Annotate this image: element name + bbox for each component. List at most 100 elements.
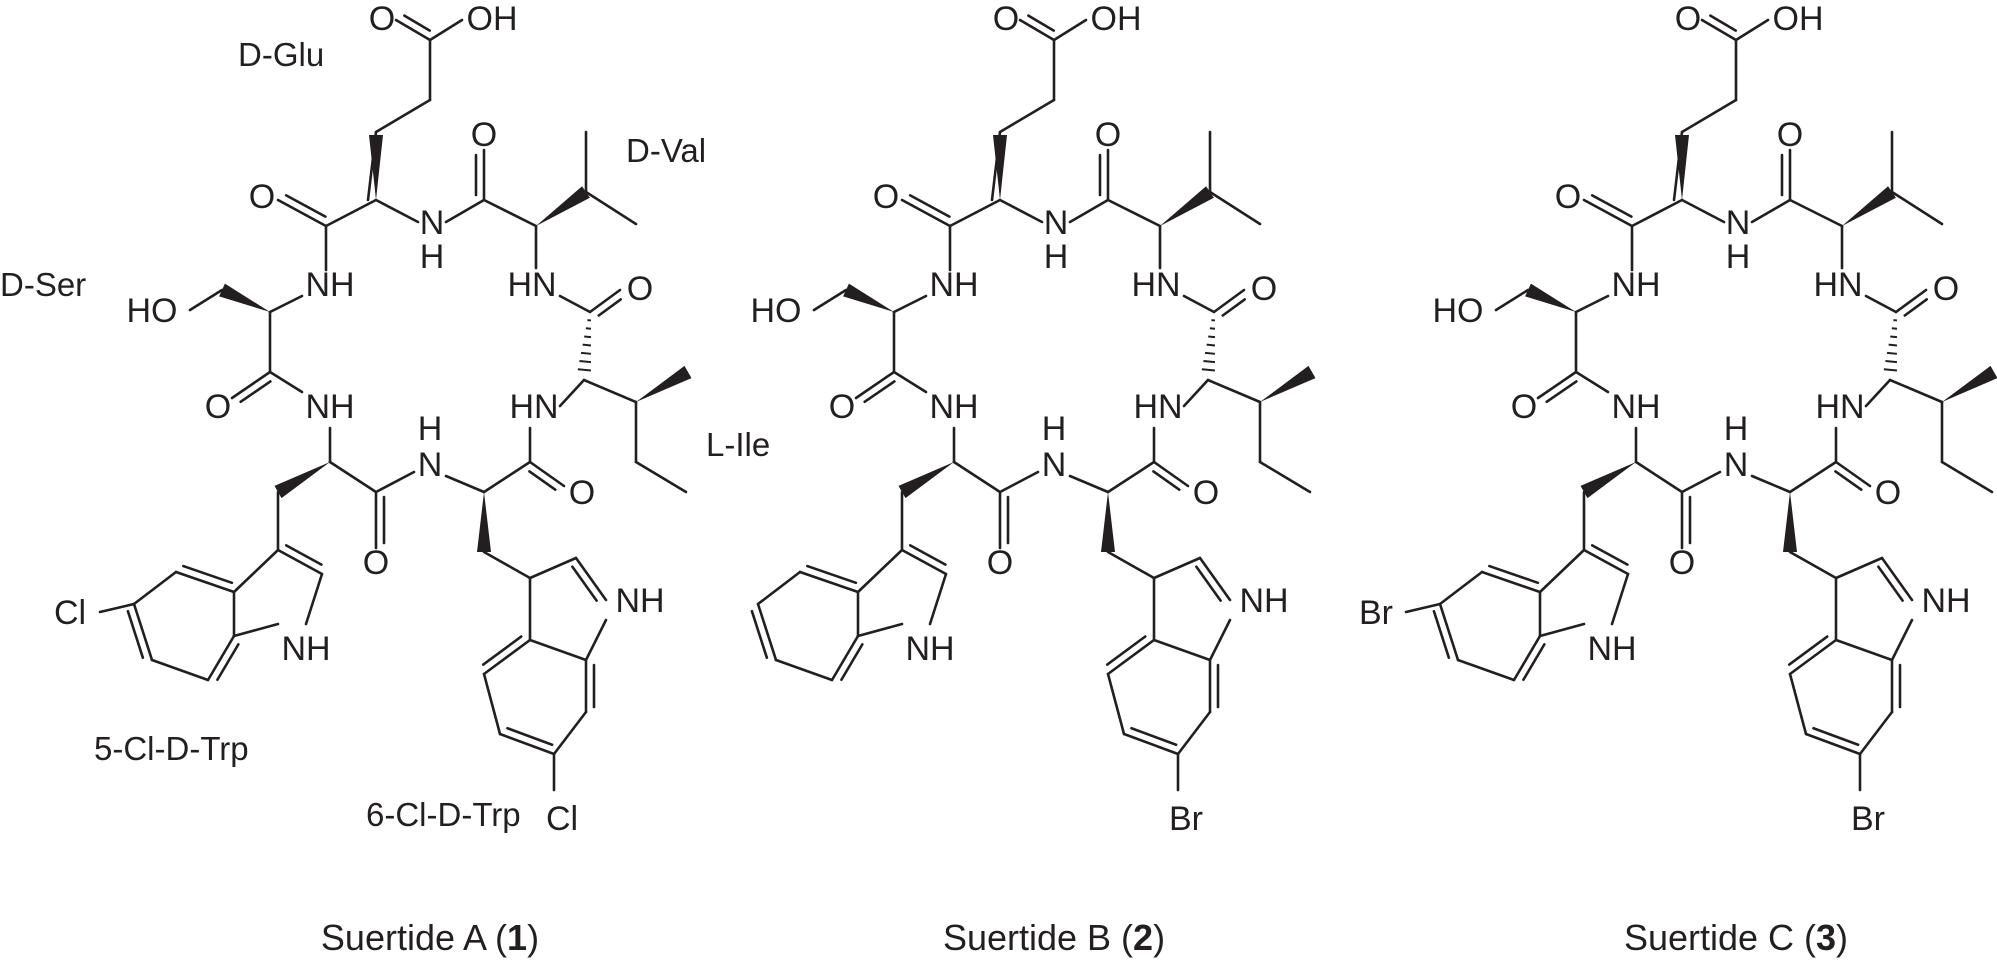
bond: [634, 460, 688, 494]
carbonyl-oxygen-label: O: [987, 544, 1013, 582]
double-bond: [1834, 470, 1863, 491]
compound-1-caption: Suertide A (1): [321, 917, 539, 958]
carbonyl-oxygen-label: O: [873, 178, 899, 216]
residue-l-ile-label: L-Ile: [706, 426, 770, 463]
bond: [1634, 460, 1684, 494]
bond: [1068, 198, 1110, 224]
hash-bond: [577, 368, 592, 372]
carbonyl-oxygen-label: O: [1777, 116, 1803, 154]
bond: [374, 198, 420, 224]
amide-hn-label: HN: [1815, 388, 1864, 426]
bond: [1788, 672, 1808, 736]
bond: [892, 294, 928, 314]
double-bond: [1590, 544, 1629, 566]
bond: [1404, 602, 1442, 614]
hydroxyl-label: HO: [751, 292, 802, 330]
amide-hn-label: HN: [1131, 266, 1180, 304]
hash-bond: [1203, 360, 1216, 364]
bond: [1438, 570, 1484, 606]
bond: [1152, 556, 1202, 580]
hash-bond: [584, 335, 592, 339]
amide-n-label: N: [418, 446, 443, 484]
bond: [1206, 378, 1262, 404]
bond: [1208, 618, 1232, 662]
double-bond: [132, 602, 154, 662]
double-bond: [1903, 298, 1928, 317]
bond: [1834, 638, 1894, 662]
bond: [948, 198, 1002, 228]
double-bond: [1894, 288, 1928, 314]
bond: [1834, 556, 1884, 580]
double-bond: [174, 570, 236, 594]
bond: [482, 672, 502, 736]
double-bond: [756, 602, 778, 662]
amide-nh-label: NH: [929, 266, 978, 304]
hash-bond: [1209, 327, 1216, 330]
double-bond: [1700, 18, 1738, 42]
double-bond: [588, 288, 622, 314]
double-bond: [908, 544, 947, 566]
bond: [1538, 622, 1586, 638]
double-bond: [1438, 602, 1460, 662]
halogen-6-label: Br: [1169, 800, 1203, 838]
bond: [1940, 460, 1994, 494]
bond: [1208, 190, 1262, 226]
amide-nh-label: NH: [305, 388, 354, 426]
bond: [188, 288, 224, 312]
double-bond: [1536, 370, 1578, 400]
bond: [856, 548, 904, 594]
hash-bond: [1208, 335, 1216, 339]
double-bond: [284, 544, 323, 566]
wedge-bond: [1842, 186, 1896, 226]
double-bond: [1432, 609, 1451, 659]
double-bond: [1582, 198, 1634, 228]
amide-h-label: H: [1726, 238, 1751, 276]
double-bond: [900, 548, 948, 576]
carbonyl-oxygen-label: O: [249, 178, 275, 216]
double-bond: [1027, 14, 1056, 32]
bond: [1068, 474, 1110, 494]
amide-hn-label: HN: [509, 388, 558, 426]
carbonyl-oxygen-label: O: [569, 474, 595, 512]
double-bond: [574, 556, 608, 602]
bond: [374, 98, 432, 134]
bond: [1494, 288, 1530, 312]
hash-bond: [1201, 368, 1216, 372]
amide-nh-label: NH: [1611, 388, 1660, 426]
wedge-bond: [274, 462, 330, 499]
wedge-bond: [1580, 462, 1636, 499]
amide-nh-label: NH: [1611, 266, 1660, 304]
double-bond: [854, 370, 896, 400]
double-bond: [216, 643, 240, 682]
carbonyl-oxygen-label: O: [363, 544, 389, 582]
bond: [558, 378, 586, 408]
hash-bond: [1886, 351, 1898, 355]
bond: [812, 288, 848, 312]
bond: [998, 470, 1040, 494]
bond: [482, 198, 538, 228]
amide-n-label: N: [1044, 204, 1069, 242]
double-bond: [1788, 638, 1838, 676]
double-bond: [806, 564, 858, 585]
residue-d-val-label: D-Val: [626, 132, 706, 169]
double-bond: [506, 726, 554, 747]
bond: [1152, 638, 1212, 662]
double-bond: [182, 564, 234, 585]
amide-hn-label: HN: [507, 266, 556, 304]
double-bond: [1122, 732, 1180, 756]
bond: [1538, 548, 1586, 594]
double-bond: [230, 370, 272, 400]
bond: [150, 658, 210, 682]
bond: [374, 470, 416, 494]
carbonyl-oxygen-label: O: [1669, 544, 1695, 582]
double-bond: [276, 548, 324, 576]
double-bond: [1522, 643, 1546, 682]
halogen-6-label: Br: [1851, 800, 1885, 838]
bond: [928, 572, 948, 626]
bond: [1574, 370, 1610, 394]
indole-nh-label: NH: [1921, 582, 1970, 620]
bond: [444, 198, 486, 224]
double-bond: [1212, 288, 1246, 314]
